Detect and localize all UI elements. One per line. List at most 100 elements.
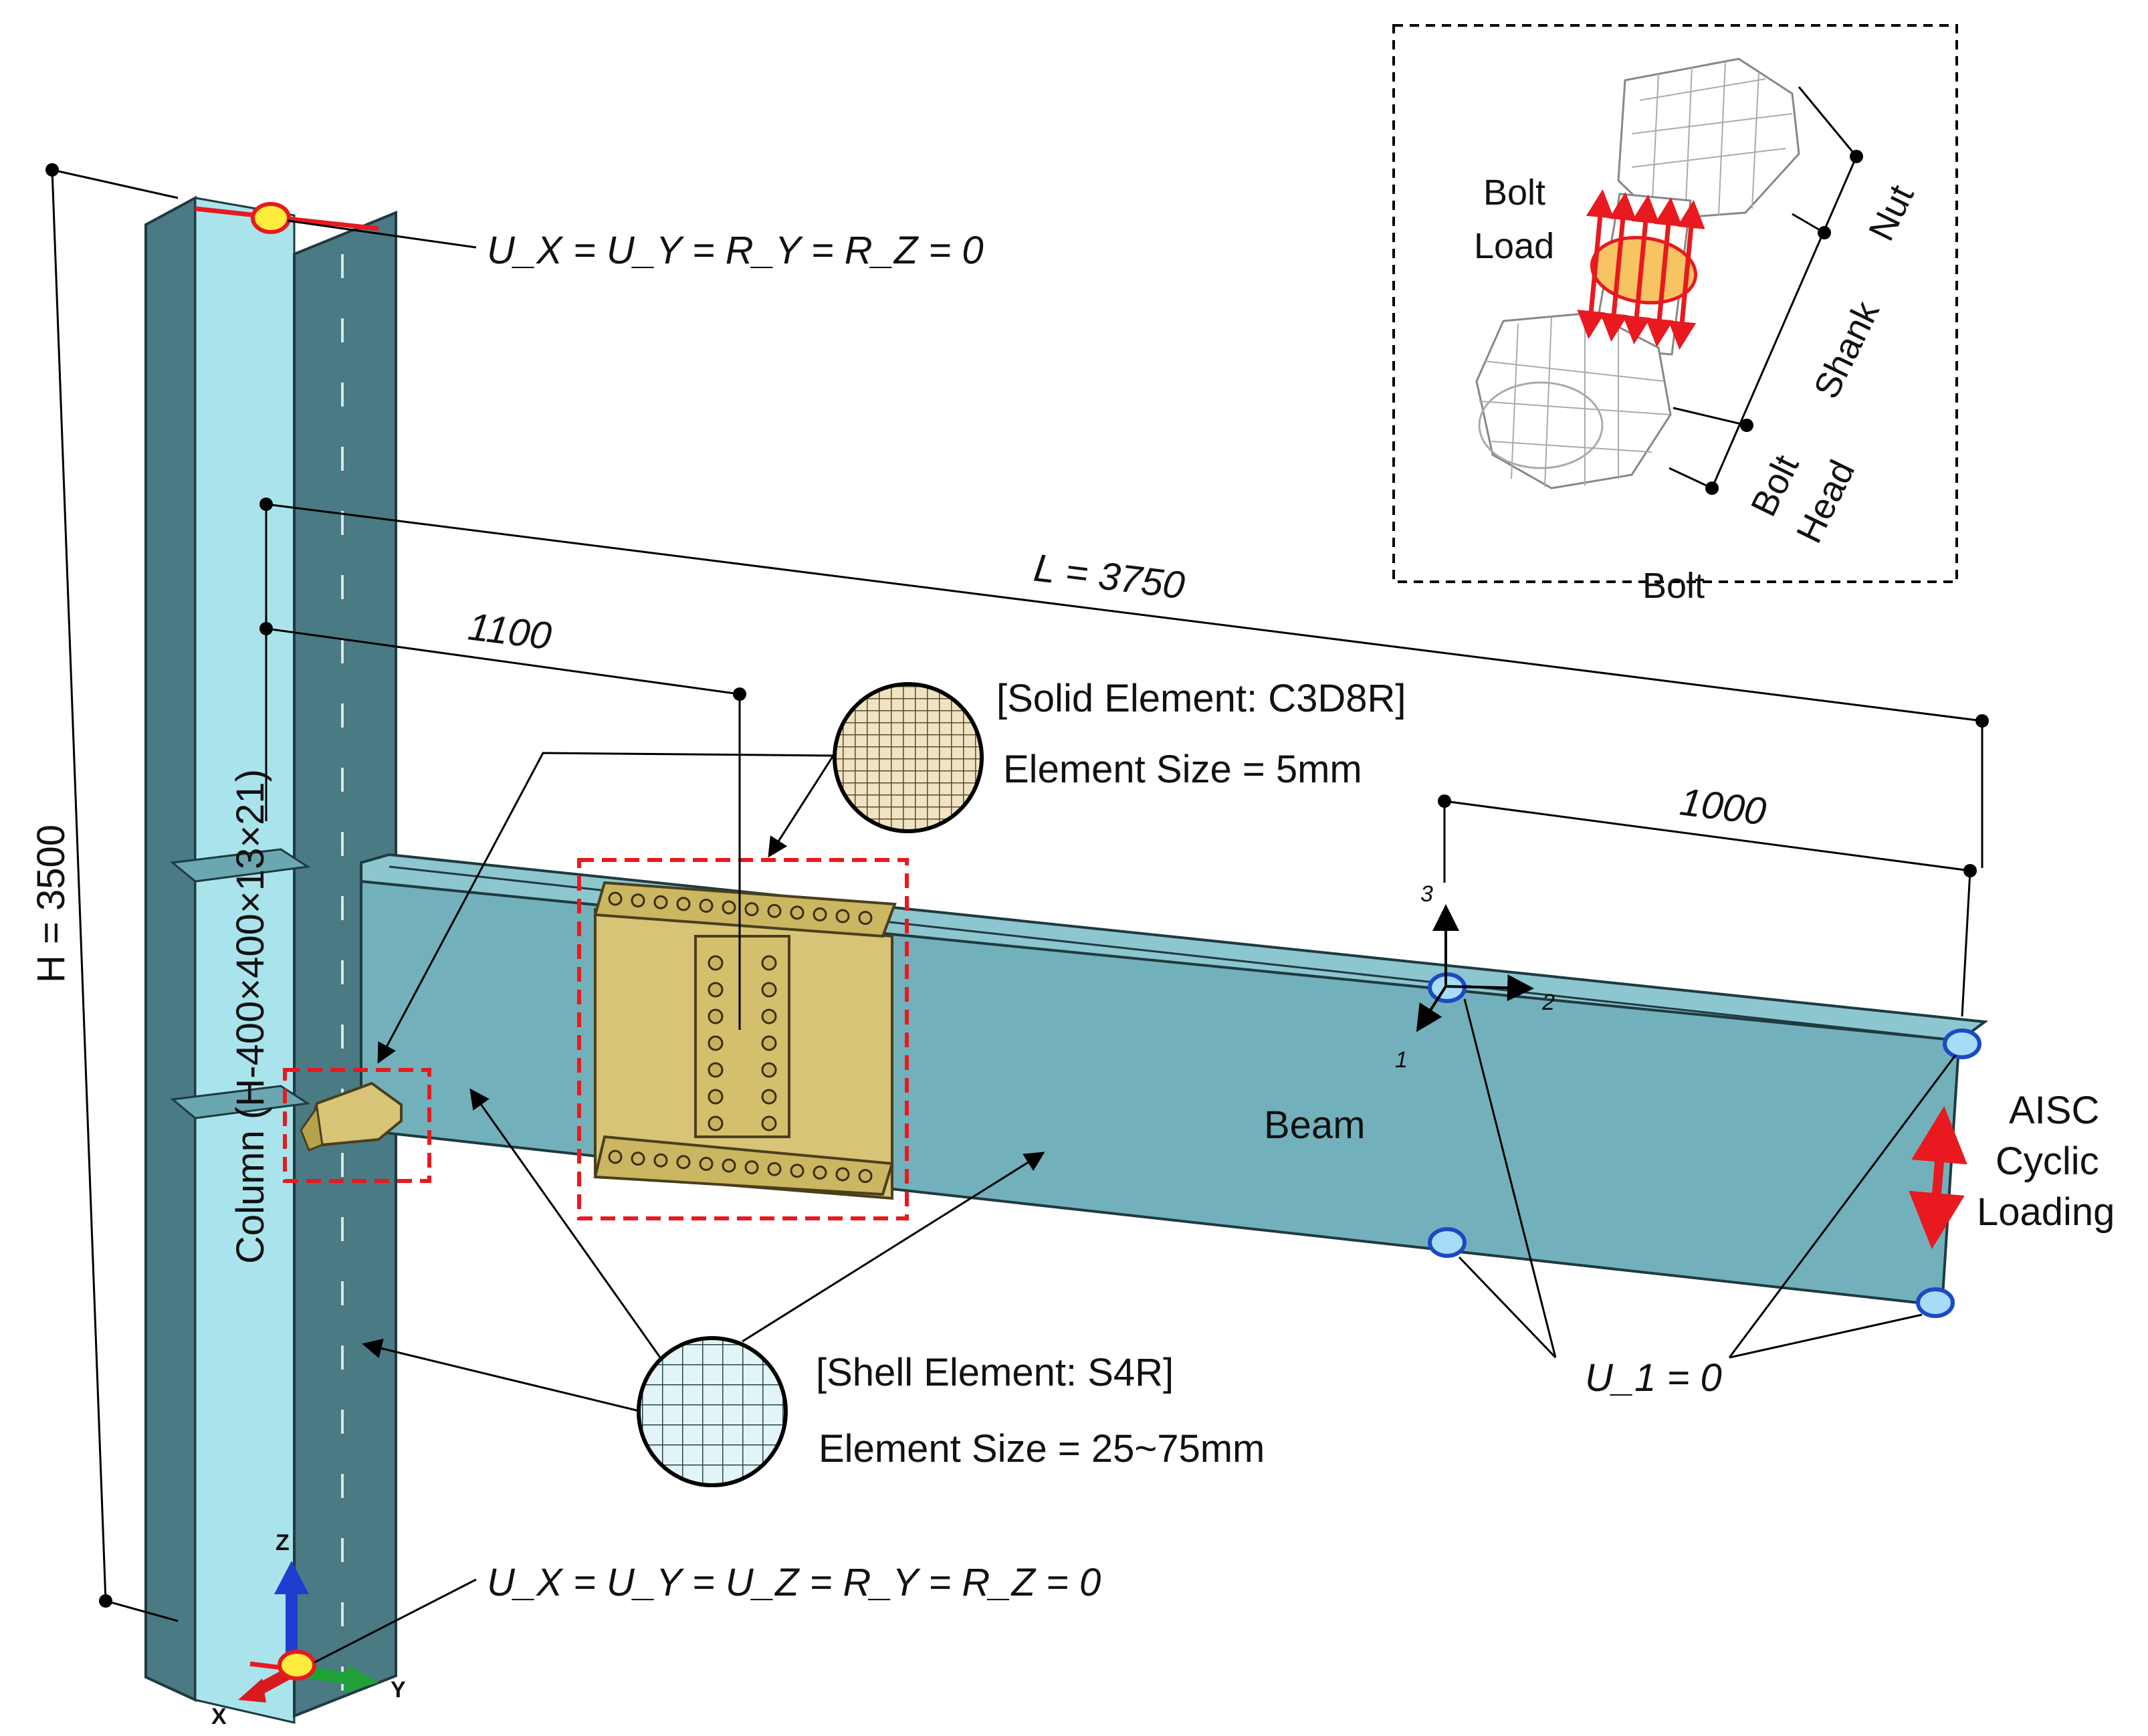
bolt-caption: Bolt (1642, 566, 1705, 606)
bolt-head-mesh (1479, 314, 1670, 487)
length-dim-extension (265, 503, 1983, 722)
loading-label-line3: Loading (1977, 1190, 2115, 1234)
dim-1100-line (265, 627, 740, 695)
bolt-head-face (1478, 381, 1604, 469)
splice-bottom-flange-plate (593, 1135, 894, 1196)
bolt-load-arrows (1577, 189, 1705, 350)
global-z-label: Z (276, 1530, 290, 1555)
global-z-arrowhead (274, 1561, 309, 1594)
flange-bolt-bottom (722, 1158, 736, 1173)
nut-dim-top (1798, 86, 1858, 157)
continuity-plate-top (170, 848, 311, 883)
bolt-load-label-line1: Bolt (1483, 173, 1545, 213)
splice-bolt-hole (708, 982, 724, 998)
splice-bolt-hole (761, 1008, 777, 1024)
splice-bolt-hole (761, 1115, 777, 1131)
shell-mesh-detail (637, 1336, 788, 1487)
head-dim-bottom (1669, 467, 1713, 490)
dot (259, 498, 273, 511)
global-y-label: Y (391, 1677, 406, 1703)
dim-1000-right (1961, 870, 1971, 1017)
height-dim-label: H = 3500 (29, 825, 73, 983)
beam-label: Beam (1264, 1103, 1366, 1147)
flange-bolt-top (835, 909, 850, 924)
beam-supports (1428, 972, 1981, 1318)
bc-bottom-label: U_X = U_Y = U_Z = R_Y = R_Z = 0 (487, 1561, 1101, 1604)
shank-label: Shank (1806, 294, 1887, 405)
solid-mesh-pattern (835, 684, 982, 831)
dot (45, 163, 59, 177)
global-axes: Z X Y (211, 1530, 406, 1729)
flange-bolt-top (744, 902, 759, 917)
global-x-label: X (211, 1704, 227, 1729)
flange-bolt-top (699, 898, 714, 913)
flange-bolt-top (790, 905, 804, 920)
column-base-pin (278, 1650, 316, 1680)
flange-bolt-bottom (608, 1150, 623, 1164)
dim-1100-label: 1100 (465, 605, 554, 658)
shear-tab-connection (300, 1081, 403, 1152)
column-label: Column (H-400×400×13×21) (229, 769, 272, 1264)
bolt-nut-mesh (1631, 61, 1793, 219)
leader-u1-a (1463, 998, 1557, 1358)
splice-bolts (608, 891, 873, 1184)
dot (1963, 864, 1977, 877)
local-axis-2-arrow (1445, 974, 1534, 1002)
local-axis-1-arrow (1416, 985, 1447, 1033)
leader-u1-c (1728, 1055, 1957, 1358)
flange-bolt-top (631, 893, 645, 908)
flange-bolt-bottom (813, 1165, 827, 1180)
flange-bolt-bottom (631, 1152, 645, 1166)
continuity-plate-bottom (170, 1085, 311, 1119)
splice-bolt-hole (761, 1089, 777, 1105)
local-axis-1-label: 1 (1395, 1047, 1408, 1073)
leader-shell-mesh-beam-web (742, 1152, 1045, 1343)
dot (1438, 794, 1451, 808)
bolt-load-label-line2: Load (1474, 226, 1554, 266)
loading-label-line1: AISC (2009, 1089, 2099, 1132)
dim-1000-label: 1000 (1677, 780, 1768, 833)
dot (733, 687, 746, 701)
dot (259, 622, 273, 635)
dot (1818, 226, 1831, 239)
splice-bolt-hole (761, 1062, 777, 1078)
bolt-inset: Bolt Load Nut Shank Bolt Head Bolt (1392, 24, 1958, 606)
splice-highlight-box (577, 858, 909, 1220)
solid-mesh-detail (833, 682, 984, 833)
local-axes: 3 2 1 (1395, 881, 1555, 1073)
local-axis-2-label: 2 (1541, 990, 1555, 1015)
splice-bolt-hole (708, 1115, 724, 1131)
solid-element-label: [Solid Element: C3D8R] (996, 677, 1406, 720)
lateral-support-top-end (1943, 1028, 1981, 1059)
bolt-head-label-line1: Bolt (1743, 449, 1807, 522)
column (144, 195, 397, 1724)
dot (1975, 714, 1989, 728)
beam-bc-label: U_1 = 0 (1585, 1356, 1722, 1400)
splice-bolt-hole (761, 982, 777, 998)
splice-bolt-hole (708, 1062, 724, 1078)
leader-u1-d (1729, 1313, 1923, 1359)
column-left-flange (144, 195, 197, 1703)
flange-bolt-top (653, 895, 668, 909)
leader-u1-b (1458, 1256, 1557, 1359)
leader-bc-bottom (314, 1578, 477, 1664)
leader-lines (287, 219, 1957, 1664)
lateral-support-bottom-mid (1428, 1227, 1467, 1258)
splice-bolt-hole (708, 1089, 724, 1105)
splice-bolt-hole (708, 1035, 724, 1051)
flange-bolt-bottom (858, 1169, 873, 1184)
bolt-nut (1617, 58, 1800, 221)
splice-bolt-hole (708, 1008, 724, 1024)
splice-bolt-hole (761, 1035, 777, 1051)
flange-bolt-top (813, 907, 827, 921)
shear-tab-highlight-box (283, 1068, 431, 1183)
dot (99, 1594, 112, 1608)
local-axis-3-label: 3 (1420, 881, 1433, 907)
leader-shell-mesh-column (362, 1338, 640, 1412)
flange-bolt-bottom (767, 1162, 782, 1176)
flange-bolt-bottom (744, 1160, 759, 1175)
dot (1705, 481, 1719, 495)
flange-bolt-bottom (699, 1156, 714, 1171)
leader-shell-mesh-beam (469, 1088, 663, 1361)
